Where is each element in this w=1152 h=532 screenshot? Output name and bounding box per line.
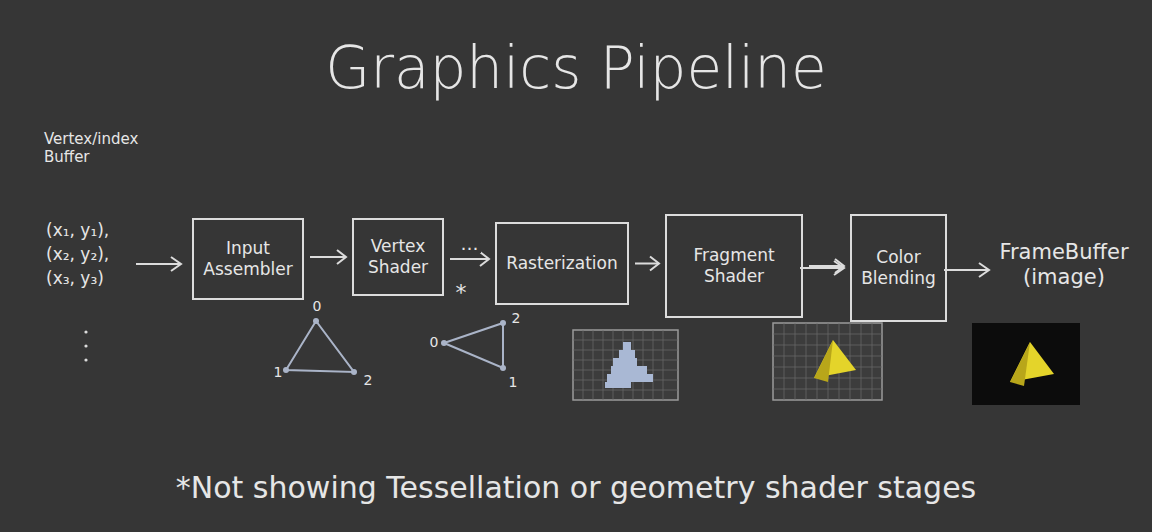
- triangle-wireframe: [286, 321, 354, 372]
- process-box: Input Assembler: [192, 218, 304, 300]
- box-label: Fragment Shader: [673, 245, 795, 288]
- flow-arrow: [450, 252, 489, 266]
- title: Graphics Pipeline: [0, 34, 1152, 104]
- vertex-index: 1: [272, 364, 284, 381]
- flow-arrow: [635, 257, 659, 271]
- triangle-transformed: [444, 323, 503, 368]
- shaded-grid: [773, 323, 882, 400]
- framebuffer-image: [972, 323, 1080, 405]
- process-box: Rasterization: [495, 222, 629, 305]
- process-box: Vertex Shader: [352, 218, 444, 296]
- raster-grid: [573, 330, 678, 400]
- buffer-label: Vertex/index Buffer: [44, 130, 144, 166]
- footnote-mark: *: [452, 280, 470, 306]
- flow-arrow: [310, 250, 346, 264]
- vertex-index: 1: [507, 374, 519, 391]
- flow-arrow: [809, 259, 844, 273]
- ellipsis-dots: [84, 330, 87, 361]
- framebuffer-label: FrameBuffer (image): [994, 240, 1134, 290]
- vertex-index: 2: [362, 372, 374, 389]
- process-box: Fragment Shader: [665, 214, 803, 318]
- box-label: Input Assembler: [200, 238, 296, 281]
- box-label: Rasterization: [506, 253, 617, 274]
- vertex-coordinate: (x₃, y₃): [46, 268, 146, 288]
- vertex-index: 2: [510, 310, 522, 327]
- edge-label: …: [459, 235, 481, 253]
- box-label: Vertex Shader: [360, 236, 436, 279]
- caption: *Not showing Tessellation or geometry sh…: [0, 470, 1152, 506]
- box-label: Color Blending: [858, 247, 939, 290]
- vertex-coordinate: (x₂, y₂),: [46, 244, 146, 264]
- vertex-coordinate: (x₁, y₁),: [46, 220, 146, 240]
- vertex-index: 0: [428, 334, 440, 351]
- vertex-index: 0: [310, 298, 324, 315]
- process-box: Color Blending: [850, 214, 947, 322]
